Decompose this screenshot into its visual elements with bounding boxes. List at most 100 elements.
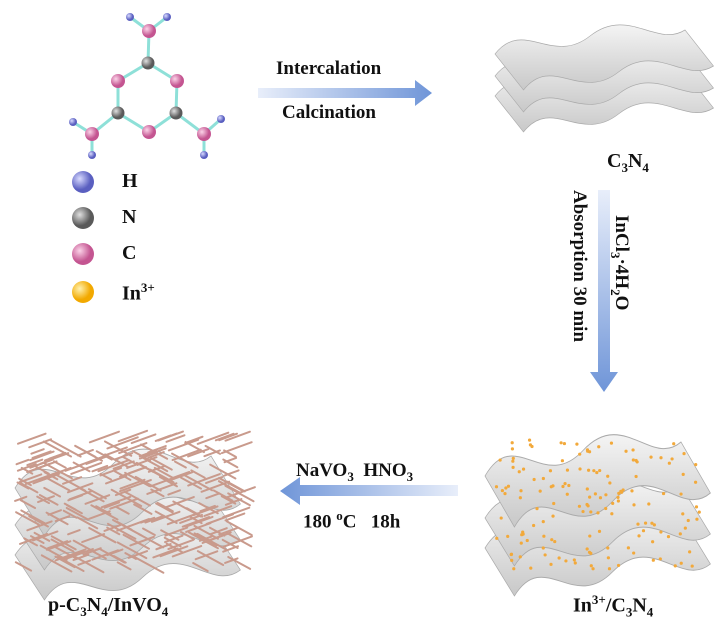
nanorod: [90, 504, 119, 521]
nanorod: [222, 535, 253, 548]
in-ion-dot: [650, 521, 654, 525]
in-ion-dot: [511, 465, 515, 469]
nanorod: [109, 497, 139, 510]
nanorod: [76, 516, 99, 530]
in-ion-dot: [607, 567, 612, 571]
nanorod: [40, 554, 73, 573]
arrow-down: [590, 190, 618, 392]
nanorod: [61, 476, 83, 485]
nanorod: [156, 501, 174, 513]
nanorod: [163, 536, 182, 548]
in-ion-dot: [589, 564, 593, 568]
nanorod: [214, 432, 235, 442]
nanorod: [70, 461, 103, 475]
nanorod: [225, 520, 253, 537]
in-ion-dot: [512, 567, 516, 571]
nanorod: [99, 466, 123, 477]
nanorod: [159, 545, 189, 558]
in-ion-dot: [679, 492, 683, 496]
nanorod: [222, 545, 240, 553]
nanorod: [115, 505, 130, 515]
in-ion-dot: [697, 510, 701, 514]
in-ion-dot: [519, 489, 523, 493]
in-ion-dot: [577, 504, 582, 508]
legend-n-label: N: [122, 206, 137, 228]
in-ion-dot: [641, 529, 646, 533]
nanorod: [174, 460, 187, 469]
nanorod: [103, 446, 128, 457]
arrow-right: [258, 80, 432, 106]
nanorod: [220, 441, 253, 455]
nanorod: [65, 506, 89, 521]
in-ion-dot: [611, 501, 615, 505]
nanorod: [224, 430, 251, 442]
nanorod: [205, 492, 221, 500]
in-ion-dot: [616, 495, 620, 499]
in-ion-dot: [659, 456, 663, 460]
in-ion-dot: [592, 469, 596, 473]
step1-calcination: Calcination: [282, 102, 376, 123]
nanorod: [208, 526, 226, 537]
nanorod: [48, 451, 67, 460]
in-ion-dot: [588, 495, 592, 499]
in-ion-dot: [632, 503, 636, 507]
in-ion-dot: [572, 558, 576, 562]
nanorod: [18, 473, 43, 484]
step2-absorption: Absorption 30 min: [569, 190, 590, 343]
nanorod: [26, 520, 53, 532]
nanorod: [126, 456, 158, 469]
nanorod: [81, 533, 106, 544]
nanorod: [116, 561, 132, 571]
nanorod: [47, 509, 62, 516]
in-ion-dot: [686, 518, 690, 523]
nanorod: [204, 444, 222, 455]
in-ion-dot: [631, 448, 635, 452]
nanorod: [49, 439, 82, 458]
in-ion-dot: [528, 443, 533, 447]
nanorod: [36, 495, 51, 505]
nanorod: [164, 534, 184, 544]
nanorod: [153, 466, 176, 480]
nanorod: [139, 443, 169, 460]
nanorod: [17, 432, 47, 445]
in-ion-dot: [619, 489, 623, 494]
nanorod: [38, 494, 59, 506]
in-ion-dot: [565, 492, 569, 496]
nanorod: [142, 527, 156, 536]
nanorod: [171, 545, 203, 558]
nanorod: [117, 429, 149, 443]
nanorod: [198, 535, 213, 542]
nanorod: [72, 553, 90, 562]
nanorod: [28, 438, 53, 449]
in-ion-dot: [518, 496, 522, 500]
in-ion-dot: [694, 462, 698, 467]
nanorod: [91, 549, 119, 561]
in-ion-dot: [511, 459, 515, 463]
nanorod: [38, 460, 58, 469]
nanorod: [44, 476, 71, 492]
nanorod: [127, 466, 147, 475]
nanorod: [45, 540, 72, 551]
nanorod: [171, 452, 199, 469]
in-ion-dot: [494, 485, 499, 489]
in-ion-dot: [504, 486, 508, 490]
nanorod: [14, 561, 33, 572]
in-ion-dot: [548, 469, 553, 473]
in-ion-dot: [688, 550, 692, 554]
in-ion-dot: [532, 477, 536, 482]
in-ion-dot: [626, 546, 630, 550]
in-ion-dot: [604, 493, 608, 497]
nanorod: [100, 495, 132, 509]
in-ion-dot: [562, 441, 567, 446]
nanorod: [179, 513, 204, 524]
nanorod: [212, 489, 234, 502]
in-ion-dot: [529, 566, 533, 570]
nanorod: [209, 463, 237, 480]
in-ion-dot: [652, 523, 656, 527]
in-ion-dot: [616, 499, 620, 503]
nanorod: [15, 458, 30, 466]
nanorod: [133, 555, 165, 574]
in-ion-dot: [651, 558, 655, 562]
nanorod: [224, 557, 239, 564]
